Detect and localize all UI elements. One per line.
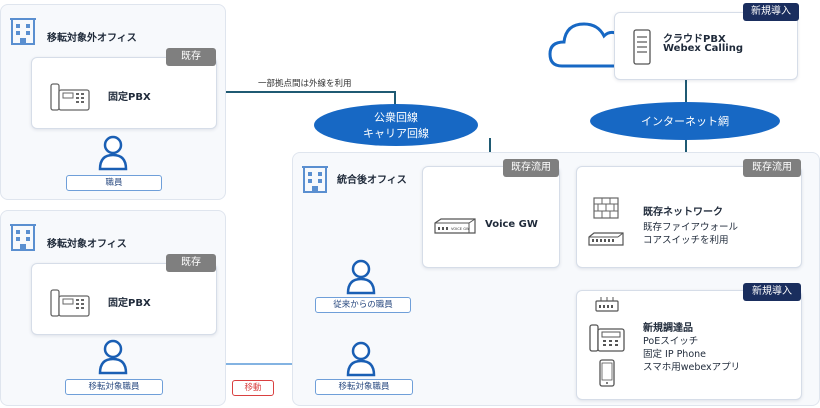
- cloud-pbx-card: 新規導入 クラウドPBX Webex Calling: [614, 3, 799, 80]
- new-equipment-card: 新規導入 新規調達品 PoEスイッチ 固定 IP Phone スマホ用webex…: [576, 283, 802, 400]
- poe-switch-icon: [595, 297, 619, 312]
- voice-gateway-device-icon: VOICE GW: [434, 218, 476, 234]
- desk-phone-icon: [50, 289, 90, 317]
- new-equipment-desc-line3: スマホ用webexアプリ: [643, 362, 741, 373]
- pbx-label: 固定PBX: [108, 298, 151, 309]
- status-tag: 新規導入: [743, 3, 799, 21]
- core-switch-icon: [588, 232, 624, 246]
- pbx-card: 既存 固定PBX: [31, 254, 217, 335]
- user-icon: [346, 259, 376, 295]
- user-label: 従来からの職員: [315, 297, 411, 313]
- network-label-line1: インターネット網: [641, 115, 729, 128]
- server-icon: [633, 29, 651, 65]
- user-icon: [346, 341, 376, 377]
- network-label-line2: キャリア回線: [363, 127, 429, 140]
- new-equipment-title: 新規調達品: [643, 323, 693, 334]
- desk-phone-icon: [50, 83, 90, 111]
- cloud-title-line1: クラウドPBX: [663, 34, 726, 45]
- status-tag: 既存: [166, 254, 216, 272]
- building-icon: [10, 224, 36, 251]
- line-note: 一部拠点間は外線を利用: [258, 79, 352, 89]
- building-icon: [302, 166, 328, 193]
- user-label: 移転対象職員: [65, 379, 163, 395]
- voice-gw-card: 既存流用 VOICE GW Voice GW: [422, 159, 560, 268]
- pbx-label: 固定PBX: [108, 92, 151, 103]
- office-title: 移転対象オフィス: [47, 239, 127, 250]
- new-equipment-desc-line1: PoEスイッチ: [643, 336, 699, 347]
- user-label: 職員: [66, 175, 162, 191]
- status-tag: 新規導入: [743, 283, 801, 301]
- public-line-network: 公衆回線 キャリア回線: [314, 104, 478, 146]
- smartphone-icon: [599, 359, 615, 387]
- firewall-icon: [593, 197, 619, 219]
- status-tag: 既存流用: [743, 159, 801, 177]
- ip-phone-icon: [589, 324, 625, 352]
- device-text: VOICE GW: [451, 227, 470, 231]
- pbx-card: 既存 固定PBX: [31, 48, 217, 129]
- user-icon: [98, 135, 128, 171]
- new-equipment-desc-line2: 固定 IP Phone: [643, 349, 706, 360]
- existing-network-card: 既存流用 既存ネットワーク 既存ファイアウォール コアスイッチを利用: [576, 159, 802, 268]
- move-label: 移動: [232, 380, 274, 396]
- voice-gw-label: Voice GW: [485, 219, 538, 230]
- cloud-title-line2: Webex Calling: [663, 43, 743, 54]
- user-icon: [98, 339, 128, 375]
- building-icon: [10, 18, 36, 45]
- network-desc-line2: コアスイッチを利用: [643, 235, 729, 246]
- network-label-line1: 公衆回線: [374, 111, 418, 124]
- office-title: 統合後オフィス: [337, 175, 407, 186]
- office-panel-left-bottom: 移転対象オフィス 既存 固定PBX 移転対象職員: [0, 210, 226, 406]
- office-title: 移転対象外オフィス: [47, 33, 137, 44]
- network-desc-line1: 既存ファイアウォール: [643, 222, 739, 233]
- office-panel-left-top: 移転対象外オフィス 既存 固定PBX 職員: [0, 4, 226, 200]
- user-label: 移転対象職員: [315, 379, 413, 395]
- internet-network: インターネット網: [590, 102, 780, 140]
- network-title: 既存ネットワーク: [643, 207, 723, 218]
- status-tag: 既存流用: [503, 159, 559, 177]
- status-tag: 既存: [166, 48, 216, 66]
